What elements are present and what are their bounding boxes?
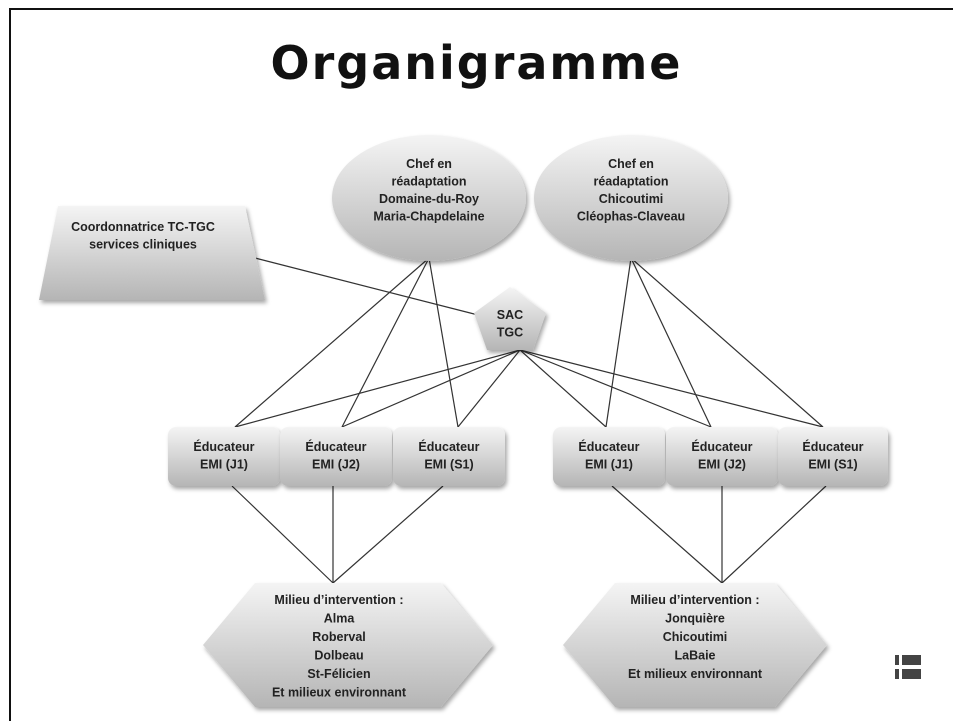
label-line: Alma — [324, 612, 356, 626]
milieu-hexagon-left — [203, 583, 493, 707]
label-line: EMI (J2) — [698, 458, 746, 472]
educator-box-right-s1 — [778, 427, 888, 486]
connector-sacOut-r3 — [519, 349, 824, 428]
label-line: Et milieux environnant — [272, 686, 407, 700]
label-line: Milieu d’intervention : — [274, 593, 403, 607]
label-line: EMI (S1) — [424, 458, 473, 472]
connector-lines — [231, 257, 827, 584]
label-line: EMI (S1) — [808, 458, 857, 472]
label-line: TGC — [497, 326, 523, 340]
label-line: Jonquière — [665, 612, 725, 626]
label-line: EMI (J2) — [312, 458, 360, 472]
educator-box-left-j2 — [280, 427, 392, 486]
connector-r3b-milR — [721, 485, 827, 584]
connector-chefR-r3 — [630, 257, 824, 428]
educator-box-left-j1 — [168, 427, 280, 486]
label-line: Éducateur — [193, 439, 254, 454]
label-line: Éducateur — [418, 439, 479, 454]
label-line: Et milieux environnant — [628, 667, 763, 681]
label-line: Chef en — [608, 157, 654, 171]
label-line: Chef en — [406, 157, 452, 171]
connector-chefL-l3 — [428, 257, 459, 428]
label-line: Éducateur — [802, 439, 863, 454]
page-title: Organigramme — [270, 36, 683, 90]
quebec-flag-icon — [895, 655, 921, 681]
slide-frame — [9, 8, 953, 721]
connector-sacOut-r2 — [519, 349, 712, 428]
educator-box-right-j2 — [666, 427, 778, 486]
educator-box-left-s1 — [393, 427, 505, 486]
label-coord: Coordonnatrice TC-TGC services cliniques — [71, 220, 215, 252]
label-line: Maria-Chapdelaine — [373, 210, 484, 224]
milieu-hexagon-right — [563, 583, 827, 707]
label-line: SAC — [497, 308, 523, 322]
connector-chefL-l2 — [341, 257, 430, 428]
label-line: Éducateur — [578, 439, 639, 454]
connector-l1b-milL — [231, 485, 334, 584]
label-line: services cliniques — [89, 238, 197, 252]
chef-ellipse-left — [332, 135, 526, 261]
label-line: réadaptation — [593, 175, 668, 189]
educator-box-right-j1 — [553, 427, 665, 486]
connector-r1b-milR — [611, 485, 723, 584]
label-sac: SAC TGC — [497, 308, 523, 340]
label-line: Roberval — [312, 630, 366, 644]
label-line: Domaine-du-Roy — [379, 192, 479, 206]
label-line: LaBaie — [675, 649, 716, 663]
label-line: St-Félicien — [307, 667, 370, 681]
connector-sacOut-l1 — [234, 349, 521, 428]
label-line: Éducateur — [691, 439, 752, 454]
label-line: Milieu d’intervention : — [630, 593, 759, 607]
label-line: EMI (J1) — [200, 458, 248, 472]
connector-coord-sacIn — [254, 257, 483, 317]
connector-chefR-r2 — [630, 257, 712, 428]
label-line: Coordonnatrice TC-TGC — [71, 220, 215, 234]
sac-pentagon — [474, 287, 546, 350]
label-line: Cléophas-Claveau — [577, 210, 685, 224]
label-line: EMI (J1) — [585, 458, 633, 472]
connector-sacOut-l2 — [341, 349, 521, 428]
connector-l3b-milL — [332, 485, 444, 584]
label-line: Éducateur — [305, 439, 366, 454]
connector-sacOut-l3 — [457, 349, 521, 428]
label-line: Dolbeau — [314, 649, 363, 663]
chef-ellipse-right — [534, 135, 728, 261]
connector-sacOut-r1 — [519, 349, 607, 428]
label-line: Chicoutimi — [663, 630, 728, 644]
label-line: réadaptation — [391, 175, 466, 189]
coordinator-trapezoid — [39, 206, 265, 300]
connector-chefR-r1 — [605, 257, 632, 428]
connector-chefL-l1 — [234, 257, 430, 428]
label-line: Chicoutimi — [599, 192, 664, 206]
